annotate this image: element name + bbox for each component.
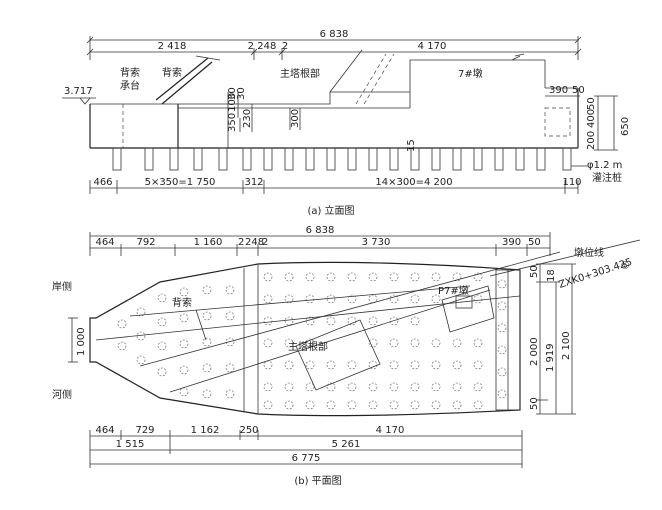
elev-total-width: 6 838: [320, 29, 349, 40]
plan-side-dimensions: 1 000 50 18 2 000 1 919 2 100 50: [68, 263, 576, 415]
dim-466: 466: [93, 177, 112, 188]
plan-dim-2000: 2 000: [529, 337, 540, 366]
plan-dim-2b: 2: [262, 237, 268, 248]
plan-bottom-729: 729: [135, 425, 154, 436]
elev-seg-left: 2 418: [158, 41, 187, 52]
elevation-piles: [112, 147, 572, 171]
pile-diameter-label: φ1.2 m: [587, 160, 622, 171]
dim-350: 350: [227, 113, 238, 132]
plan-dim-248: 248: [245, 237, 264, 248]
plan-dim-1000: 1 000: [76, 327, 87, 356]
elevation-side-dimensions: 350 100 30 30 230 300 15 390 50 200 400 …: [227, 85, 631, 152]
plan-tower-root-label: 主塔根部: [288, 340, 328, 353]
plan-outline: [89, 261, 521, 417]
elevation-caption: (a) 立面图: [307, 204, 354, 217]
plan-bottom-1162: 1 162: [191, 425, 220, 436]
elevation-level-marker: 3.717: [62, 86, 96, 105]
plan-bottom-6775: 6 775: [292, 453, 321, 464]
pile-type-label: 灌注桩: [592, 171, 622, 184]
plan-internal-lines: [95, 239, 641, 393]
plan-dim-1919: 1 919: [545, 343, 556, 372]
back-cable-cap-label-1: 背索: [120, 66, 140, 79]
back-cable-cap-label-2: 承台: [120, 79, 140, 92]
dim-100: 100: [227, 93, 238, 112]
level-value: 3.717: [64, 86, 93, 97]
plan-dim-18: 18: [546, 269, 557, 282]
plan-labels: 岸侧 河侧 背索 主塔根部 P7#墩 墩位线 ZXK0+303.425 ⑤: [52, 246, 634, 401]
plan-bottom-464: 464: [95, 425, 114, 436]
plan-dim-2100: 2 100: [561, 331, 572, 360]
plan-pier-label: P7#墩: [438, 284, 469, 297]
dim-50: 50: [572, 85, 585, 96]
station-circle-number: ⑤: [620, 260, 632, 273]
plan-back-cable-label: 背索: [172, 296, 192, 309]
dim-30a: 30: [227, 87, 238, 100]
elev-seg-right: 4 170: [418, 41, 447, 52]
tower-root-label: 主塔根部: [280, 67, 320, 80]
dim-400: 400: [586, 109, 597, 128]
plan-dim-390: 390: [502, 237, 521, 248]
plan-bottom-4170: 4 170: [376, 425, 405, 436]
dim-230: 230: [242, 109, 253, 128]
pier-label: 7#墩: [458, 67, 483, 80]
plan-dim-50-bottom: 50: [529, 397, 540, 410]
dim-110: 110: [562, 177, 581, 188]
dim-650: 650: [620, 117, 631, 136]
elev-seg-mid: 2 248: [248, 41, 277, 52]
river-side-label: 河侧: [52, 388, 72, 401]
elevation-view: 6 838 2 418 2 248 2 4 170 3.717: [62, 29, 631, 217]
dim-4200: 14×300=4 200: [375, 177, 452, 188]
plan-dim-50-top: 50: [529, 265, 540, 278]
plan-piles: [117, 272, 507, 410]
dim-30b: 30: [236, 87, 247, 100]
elevation-structure: [89, 49, 579, 149]
plan-total-width: 6 838: [306, 225, 335, 236]
back-cable-label: 背索: [162, 66, 182, 79]
elevation-labels: 背索 承台 背索 主塔根部 7#墩 φ1.2 m 灌注桩: [120, 66, 622, 184]
plan-view: 6 838 464 792 1 160 2 248 2 3 730 390 50: [52, 225, 641, 487]
plan-dim-792: 792: [136, 237, 155, 248]
plan-dim-50: 50: [528, 237, 541, 248]
plan-dim-3730: 3 730: [362, 237, 391, 248]
dim-200: 200: [586, 131, 597, 150]
elev-seg-mid2: 2: [282, 41, 288, 52]
dim-1750: 5×350=1 750: [145, 177, 216, 188]
dim-312: 312: [244, 177, 263, 188]
dim-15: 15: [406, 139, 417, 152]
dim-390: 390: [549, 85, 568, 96]
bank-side-label: 岸侧: [52, 280, 72, 293]
plan-bottom-1515: 1 515: [116, 439, 145, 450]
elevation-bottom-dimensions: 466 5×350=1 750 312 14×300=4 200 110: [89, 177, 582, 194]
plan-bottom-250: 250: [239, 425, 258, 436]
plan-dim-1160: 1 160: [194, 237, 223, 248]
dim-50b: 50: [586, 97, 597, 110]
plan-caption: (b) 平面图: [294, 475, 341, 487]
plan-dim-464: 464: [95, 237, 114, 248]
plan-bottom-5261: 5 261: [332, 439, 361, 450]
plan-top-dimensions: 6 838 464 792 1 160 2 248 2 3 730 390 50: [89, 225, 551, 256]
plan-bottom-dimensions: 464 729 1 162 250 4 170 1 515 5 261 6 77…: [89, 425, 523, 468]
plan-dim-2: 2: [238, 237, 244, 248]
dim-300: 300: [290, 109, 301, 128]
pier-line-label: 墩位线: [574, 246, 604, 259]
elevation-top-dimensions: 6 838 2 418 2 248 2 4 170: [86, 29, 582, 60]
